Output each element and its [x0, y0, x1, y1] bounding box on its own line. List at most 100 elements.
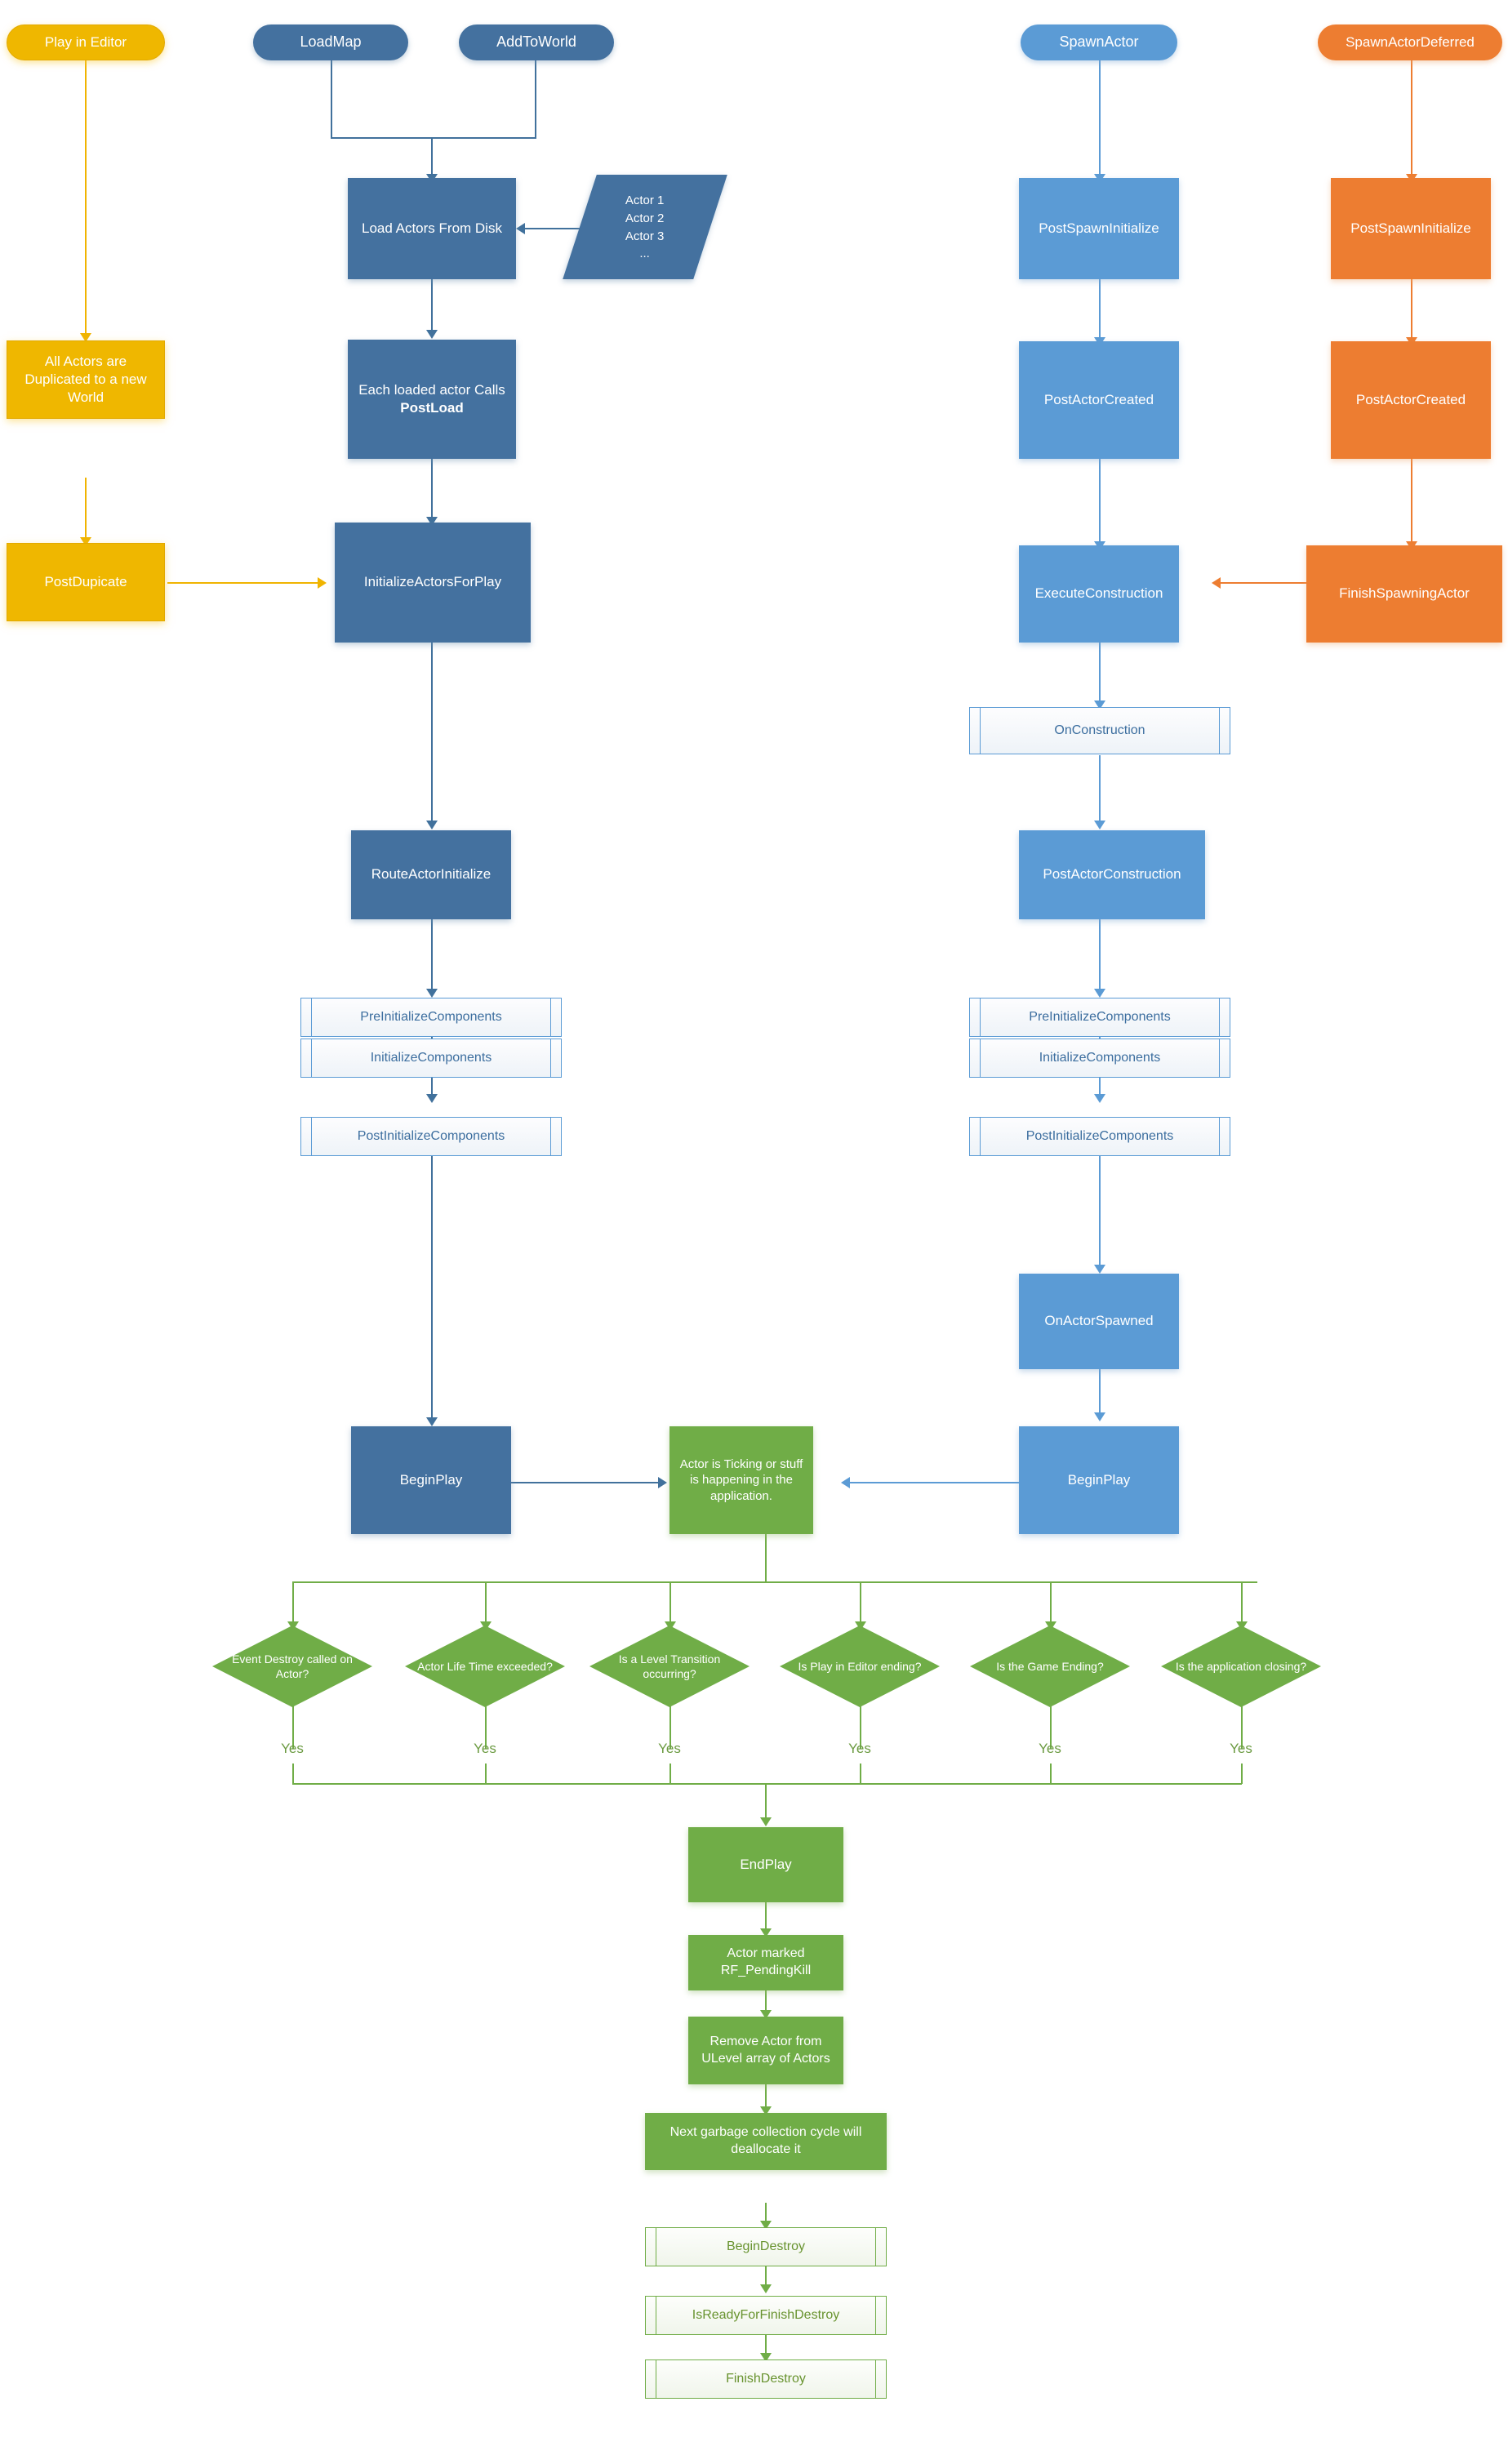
node-end-play[interactable]: EndPlay [688, 1827, 843, 1902]
node-label: PostSpawnInitialize [1350, 220, 1471, 236]
node-post-spawn-initialize-deferred[interactable]: PostSpawnInitialize [1331, 178, 1491, 279]
node-all-actors-duplicated[interactable]: All Actors are Duplicated to a new World [7, 340, 165, 419]
arrowhead [760, 2221, 772, 2230]
node-post-load[interactable]: Each loaded actor Calls PostLoad [348, 340, 516, 459]
node-route-actor-initialize[interactable]: RouteActorInitialize [351, 830, 511, 919]
node-label: Load Actors From Disk [362, 220, 502, 236]
connector-ticking-down [765, 1534, 767, 1583]
node-post-spawn-initialize[interactable]: PostSpawnInitialize [1019, 178, 1179, 279]
arrowhead [1094, 821, 1105, 829]
node-load-map[interactable]: LoadMap [253, 24, 408, 60]
node-post-duplicate[interactable]: PostDupicate [7, 543, 165, 621]
node-pre-initialize-components-load[interactable]: PreInitializeComponents [300, 998, 562, 1037]
connector-pie-to-duplicate [85, 59, 87, 336]
node-remove-actor-from-ulevel[interactable]: Remove Actor from ULevel array of Actors [688, 2017, 843, 2084]
node-label: Actor is Ticking or stuff is happening i… [679, 1457, 803, 1503]
arrowhead [855, 1621, 866, 1630]
yes-stem-1 [292, 1706, 294, 1749]
yes-stem-5b [1050, 1763, 1052, 1784]
node-label: PostActorCreated [1043, 391, 1154, 407]
connector-initializeactors-to-routeactor [431, 643, 433, 826]
node-begin-play-spawn[interactable]: BeginPlay [1019, 1426, 1179, 1534]
connector-routeactor-to-preinit [431, 919, 433, 993]
node-spawn-actor-deferred[interactable]: SpawnActorDeferred [1318, 24, 1502, 60]
connector-executeconstruction-to-onconstruction [1099, 643, 1101, 706]
arrowhead [80, 537, 91, 546]
connector-spawnactor-to-postspawn [1099, 59, 1101, 180]
connector-beginplay-to-ticking [508, 1482, 660, 1483]
arrowhead [287, 1621, 299, 1630]
arrowhead [760, 2010, 772, 2019]
node-load-actors-from-disk[interactable]: Load Actors From Disk [348, 178, 516, 279]
node-post-initialize-components-spawn[interactable]: PostInitializeComponents [969, 1117, 1230, 1156]
branch-label-yes-4: Yes [848, 1741, 871, 1756]
node-initialize-components-spawn[interactable]: InitializeComponents [969, 1039, 1230, 1078]
decision-play-in-editor-ending[interactable]: Is Play in Editor ending? [780, 1626, 940, 1707]
node-label: BeginPlay [1067, 1471, 1131, 1488]
arrowhead [760, 1928, 772, 1937]
node-add-to-world[interactable]: AddToWorld [459, 24, 614, 60]
yes-stem-1b [292, 1763, 294, 1784]
decision-label: Is Play in Editor ending? [798, 1659, 922, 1673]
arrowhead [426, 989, 438, 998]
branch-label-yes-1: Yes [281, 1741, 304, 1756]
node-actor-marked-pendingkill[interactable]: Actor marked RF_PendingKill [688, 1935, 843, 1990]
node-initialize-components-load[interactable]: InitializeComponents [300, 1039, 562, 1078]
decision-application-closing[interactable]: Is the application closing? [1161, 1626, 1321, 1707]
arrowhead [1094, 1412, 1105, 1421]
node-post-initialize-components-load[interactable]: PostInitializeComponents [300, 1117, 562, 1156]
node-label: Remove Actor from ULevel array of Actors [701, 2034, 830, 2066]
node-execute-construction[interactable]: ExecuteConstruction [1019, 545, 1179, 643]
collector-bar [292, 1783, 1242, 1785]
post-load-bold: PostLoad [400, 400, 464, 416]
yes-stem-3 [669, 1706, 671, 1749]
node-label: PostInitializeComponents [1025, 1129, 1174, 1143]
arrowhead [80, 333, 91, 342]
node-begin-play-load[interactable]: BeginPlay [351, 1426, 511, 1534]
node-label: AddToWorld [496, 33, 576, 51]
decision-label: Event Destroy called on Actor? [232, 1652, 353, 1680]
node-spawn-actor[interactable]: SpawnActor [1021, 24, 1177, 60]
node-label: FinishSpawningActor [1339, 585, 1470, 602]
connector-begindestroy-to-isready [765, 2266, 767, 2289]
connector-remove-to-gc [765, 2084, 767, 2111]
node-post-actor-created-deferred[interactable]: PostActorCreated [1331, 341, 1491, 459]
connector-init-to-postinit [431, 1078, 433, 1099]
node-finish-destroy[interactable]: FinishDestroy [645, 2359, 887, 2399]
connector-postactorconstruction-to-preinit [1099, 919, 1101, 993]
node-label: PostActorCreated [1355, 391, 1466, 407]
connector-postduplicate-to-initializeactors [167, 582, 321, 584]
node-pre-initialize-components-spawn[interactable]: PreInitializeComponents [969, 998, 1230, 1037]
drop-4 [860, 1581, 861, 1626]
node-initialize-actors-for-play[interactable]: InitializeActorsForPlay [335, 523, 531, 643]
node-on-construction[interactable]: OnConstruction [969, 707, 1230, 754]
node-actor-ticking[interactable]: Actor is Ticking or stuff is happening i… [669, 1426, 813, 1534]
decision-level-transition[interactable]: Is a Level Transition occurring? [589, 1626, 750, 1707]
connector-init-to-postinit-spawn [1099, 1078, 1101, 1099]
node-actor-list[interactable]: Actor 1 Actor 2 Actor 3 ... [563, 175, 727, 279]
node-label: SpawnActorDeferred [1346, 33, 1475, 50]
node-finish-spawning-actor[interactable]: FinishSpawningActor [1306, 545, 1502, 643]
connector-beginplay-right-to-ticking [847, 1482, 1040, 1483]
node-begin-destroy[interactable]: BeginDestroy [645, 2227, 887, 2266]
arrowhead [760, 2284, 772, 2293]
node-label: LoadMap [300, 33, 362, 51]
decision-actor-life-time[interactable]: Actor Life Time exceeded? [405, 1626, 565, 1707]
connector-gc-to-begindestroy [765, 2203, 767, 2226]
connector-duplicate-to-postduplicate [85, 478, 87, 543]
branch-label-yes-5: Yes [1039, 1741, 1061, 1756]
node-is-ready-for-finish-destroy[interactable]: IsReadyForFinishDestroy [645, 2296, 887, 2335]
node-next-gc-cycle[interactable]: Next garbage collection cycle will deall… [645, 2113, 887, 2170]
connector-postspawn-to-postactorcreated-def [1411, 279, 1412, 343]
decision-game-ending[interactable]: Is the Game Ending? [970, 1626, 1130, 1707]
node-on-actor-spawned[interactable]: OnActorSpawned [1019, 1274, 1179, 1369]
node-post-actor-created[interactable]: PostActorCreated [1019, 341, 1179, 459]
decision-event-destroy[interactable]: Event Destroy called on Actor? [212, 1626, 372, 1707]
decision-label: Is a Level Transition occurring? [618, 1652, 721, 1680]
node-post-actor-construction[interactable]: PostActorConstruction [1019, 830, 1205, 919]
node-label: OnActorSpawned [1044, 1313, 1154, 1329]
connector-postload-to-initializeactors [431, 459, 433, 523]
node-label: PostActorConstruction [1043, 866, 1181, 883]
node-label: InitializeActorsForPlay [363, 574, 502, 590]
node-play-in-editor[interactable]: Play in Editor [7, 24, 165, 60]
